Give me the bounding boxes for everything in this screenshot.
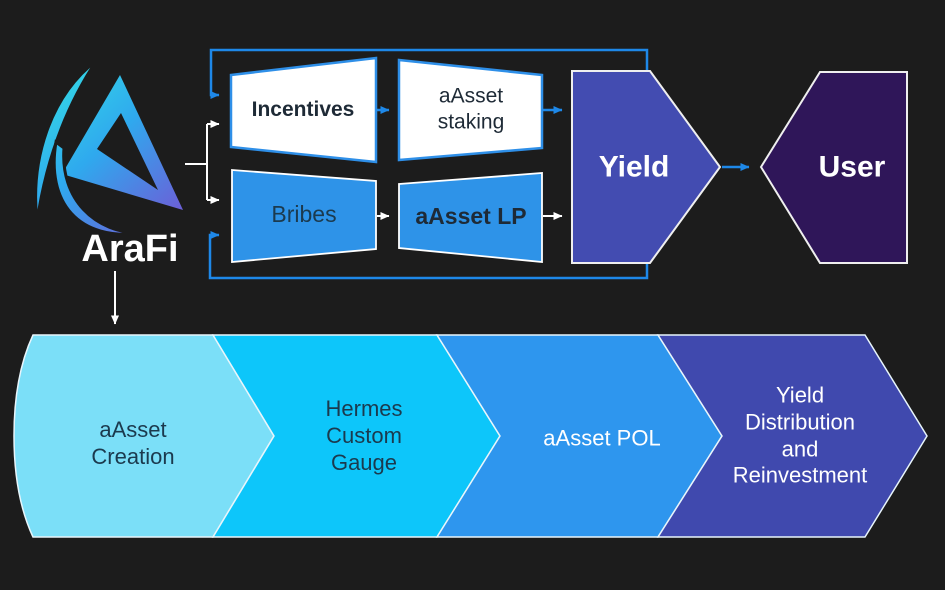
aasset-staking-node xyxy=(397,58,544,162)
aasset-lp-node xyxy=(398,172,543,263)
arafi-logo-mark xyxy=(34,58,183,236)
logo-crescent-outer xyxy=(34,58,99,223)
yield-node xyxy=(571,70,722,264)
bribes-node xyxy=(231,169,377,263)
logo-crescent-lower xyxy=(52,139,144,236)
loop-yield-to-incentives xyxy=(209,48,649,99)
connectors xyxy=(111,48,750,325)
loop-yield-to-bribes xyxy=(208,231,649,280)
bottom-flow-ribbon xyxy=(13,334,928,538)
logo-split-line xyxy=(185,124,208,200)
logo-triangle-a xyxy=(62,75,183,210)
top-flow-nodes xyxy=(229,56,908,264)
step-yield-distribution-shape xyxy=(656,334,928,538)
incentives-node xyxy=(229,56,378,164)
step-aasset-creation-shape xyxy=(13,334,275,538)
user-node xyxy=(759,71,908,264)
